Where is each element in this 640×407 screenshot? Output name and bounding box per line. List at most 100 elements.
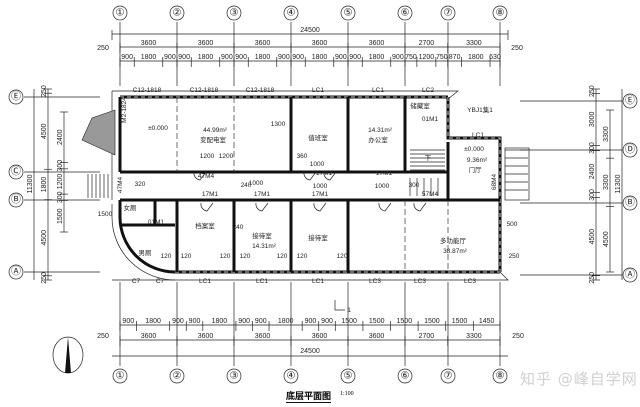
dimension-label: 3600 bbox=[312, 333, 328, 340]
window-label: C12-1818 bbox=[246, 87, 275, 94]
door-swing bbox=[303, 171, 317, 181]
dimension-label: 900 bbox=[305, 318, 317, 325]
room-name: 储藏室 bbox=[410, 101, 430, 110]
axis-bubble bbox=[8, 264, 24, 280]
dimension-label: 2700 bbox=[419, 40, 435, 47]
axis-bubble bbox=[397, 368, 413, 384]
floor-level: ±0.000 bbox=[464, 146, 484, 153]
dimension-label: 3300 bbox=[603, 126, 610, 142]
section-mark-number: 1 bbox=[347, 307, 351, 314]
dimension-label: 300 bbox=[57, 160, 64, 172]
door-label: 17M1 bbox=[312, 191, 329, 198]
axis-label-right: Ⓐ bbox=[625, 269, 635, 281]
axis-bubble bbox=[283, 5, 299, 21]
axis-bubble bbox=[8, 164, 24, 180]
total-dimension: 11300 bbox=[27, 174, 34, 193]
dimension-label: 1800 bbox=[369, 54, 385, 61]
dimension-label: 900 bbox=[122, 318, 134, 325]
dimension-label: 3600 bbox=[198, 40, 214, 47]
room-area: 38.87m² bbox=[443, 248, 468, 255]
dimension-label: 1500 bbox=[397, 318, 413, 325]
room-name: 男厕 bbox=[139, 249, 153, 257]
room-name: 接待室 bbox=[308, 233, 328, 242]
axis-label-top: ② bbox=[173, 8, 182, 19]
axis-bubble bbox=[492, 5, 508, 21]
dimension-label: 250 bbox=[509, 253, 520, 260]
room-name: 办公室 bbox=[368, 135, 388, 144]
door-label: M2-1824 bbox=[121, 97, 128, 123]
dimension-label: 1800 bbox=[468, 54, 484, 61]
dimension-label: 300 bbox=[409, 182, 420, 189]
dimension-label: 2400 bbox=[57, 129, 64, 145]
axis-label-top: ① bbox=[116, 8, 125, 19]
stair-direction-label: 下 bbox=[425, 154, 432, 162]
axis-label-bottom: ⑦ bbox=[444, 371, 453, 382]
edge-dimension: 250 bbox=[512, 333, 524, 340]
dimension-label: 1800 bbox=[145, 318, 161, 325]
dimension-label: 900 bbox=[349, 54, 361, 61]
dimension-label: 4500 bbox=[41, 230, 48, 246]
dimension-label: 120 bbox=[240, 253, 251, 260]
dimension-label: 900 bbox=[292, 54, 304, 61]
door-label: 01M1 bbox=[422, 116, 439, 123]
room-area: 44.99m² bbox=[203, 127, 228, 134]
window-label: LC1 bbox=[372, 87, 384, 94]
dimension-label: 900 bbox=[255, 318, 267, 325]
dimension-label: 900 bbox=[178, 54, 190, 61]
dimension-label: 300 bbox=[589, 142, 596, 154]
dimension-label: 3300 bbox=[466, 333, 482, 340]
axis-label-top: ⑥ bbox=[401, 8, 410, 19]
door-label: 17M1 bbox=[202, 191, 219, 198]
window-opening bbox=[447, 97, 501, 272]
axis-bubble bbox=[8, 89, 24, 105]
door-label: 17M1 bbox=[316, 170, 333, 177]
axis-label-top: ⑤ bbox=[344, 8, 353, 19]
canopy-edge bbox=[447, 90, 459, 100]
dimension-label: 1800 bbox=[141, 54, 157, 61]
dimension-label: 750 bbox=[436, 54, 448, 61]
section-mark bbox=[334, 300, 345, 311]
dimension-label: 630 bbox=[489, 54, 501, 61]
dimension-label: 3300 bbox=[466, 40, 482, 47]
dimension-label: 360 bbox=[297, 153, 308, 160]
dimension-label: 120 bbox=[277, 253, 288, 260]
door-label: 68M4 bbox=[491, 173, 498, 190]
dimension-label: 1000 bbox=[249, 180, 264, 187]
dimension-label: 320 bbox=[135, 181, 146, 188]
entrance-steps bbox=[504, 147, 530, 201]
dimension-label: 250 bbox=[41, 85, 48, 97]
axis-label-top: ③ bbox=[230, 8, 239, 19]
dimension-label: 500 bbox=[507, 221, 518, 228]
axis-bubble bbox=[283, 368, 299, 384]
dimension-label: 1200 bbox=[200, 153, 215, 160]
drawing-scale: 1:100 bbox=[340, 391, 354, 397]
dimension-label: 900 bbox=[392, 54, 404, 61]
axis-bubble bbox=[340, 368, 356, 384]
axis-bubble bbox=[112, 368, 128, 384]
dimension-label: 1500 bbox=[98, 211, 113, 218]
dimension-label: 1800 bbox=[312, 54, 328, 61]
dimension-label: 240 bbox=[241, 182, 252, 189]
dimension-label: 3600 bbox=[198, 333, 214, 340]
room-name: 变配电室 bbox=[200, 135, 227, 144]
dimension-label: 3600 bbox=[141, 333, 157, 340]
dimension-label: 3600 bbox=[369, 40, 385, 47]
dimension-label: 250 bbox=[589, 85, 596, 97]
axis-bubble bbox=[622, 93, 638, 109]
dimension-label: 1800 bbox=[278, 318, 294, 325]
door-swing bbox=[313, 202, 327, 212]
axis-label-bottom: ⑥ bbox=[401, 371, 410, 382]
dimension-label: 4500 bbox=[603, 231, 610, 247]
dimension-label: 1300 bbox=[271, 121, 286, 128]
dimension-label: 1200 bbox=[57, 174, 64, 190]
window-label: C7 bbox=[156, 278, 165, 285]
dimension-label: 2400 bbox=[589, 164, 596, 180]
axis-label-bottom: ⑧ bbox=[496, 371, 505, 382]
dimension-label: 250 bbox=[41, 272, 48, 284]
dimension-label: 900 bbox=[221, 54, 233, 61]
dimension-label: 3300 bbox=[603, 174, 610, 190]
axis-bubble bbox=[622, 267, 638, 283]
axis-bubble bbox=[8, 192, 24, 208]
dimension-label: 1800 bbox=[41, 177, 48, 193]
